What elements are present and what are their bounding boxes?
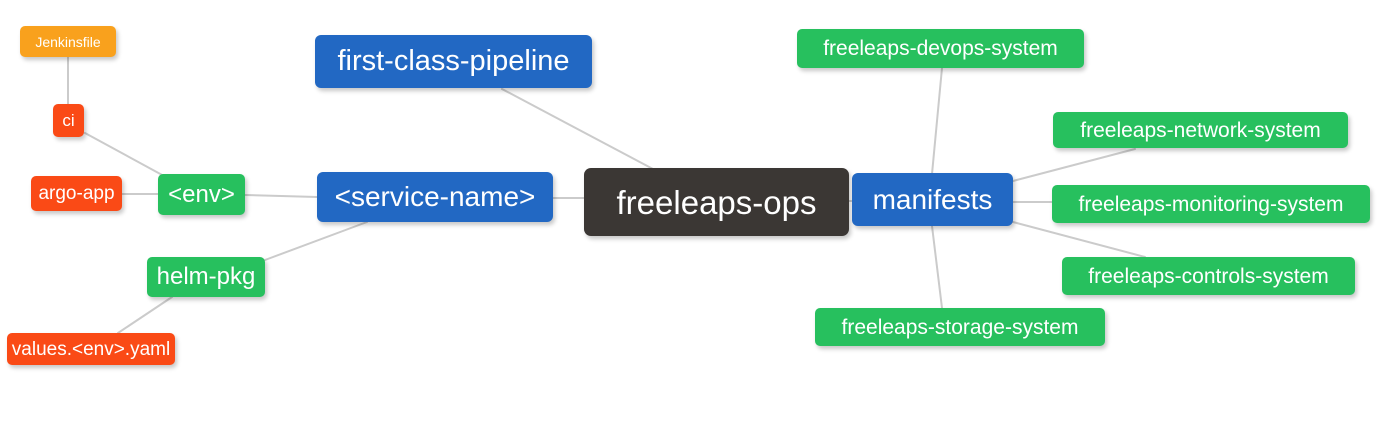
edge-env-service-name: [244, 194, 318, 198]
node-freeleaps-monitoring-system[interactable]: freeleaps-monitoring-system: [1052, 185, 1370, 223]
node-ci[interactable]: ci: [53, 104, 84, 137]
node-values-env-yaml[interactable]: values.<env>.yaml: [7, 333, 175, 365]
edge-pipeline-root: [501, 88, 654, 170]
node-freeleaps-network-system[interactable]: freeleaps-network-system: [1053, 112, 1348, 148]
node-argo-app[interactable]: argo-app: [31, 176, 122, 211]
edge-manifests-devops: [931, 67, 943, 175]
node-jenkinsfile[interactable]: Jenkinsfile: [20, 26, 116, 57]
node-freeleaps-controls-system[interactable]: freeleaps-controls-system: [1062, 257, 1355, 295]
node-root-freeleaps-ops[interactable]: freeleaps-ops: [584, 168, 849, 236]
edge-manifests-storage: [931, 225, 943, 309]
node-env[interactable]: <env>: [158, 174, 245, 215]
node-freeleaps-storage-system[interactable]: freeleaps-storage-system: [815, 308, 1105, 346]
edge-manifests-controls: [1012, 221, 1146, 258]
edge-helm-pkg-service-name: [264, 221, 368, 261]
node-manifests[interactable]: manifests: [852, 173, 1013, 226]
node-helm-pkg[interactable]: helm-pkg: [147, 257, 265, 297]
edge-values-helm-pkg: [117, 296, 173, 334]
node-service-name[interactable]: <service-name>: [317, 172, 553, 222]
edge-ci-env: [84, 132, 165, 177]
node-freeleaps-devops-system[interactable]: freeleaps-devops-system: [797, 29, 1084, 68]
node-first-class-pipeline[interactable]: first-class-pipeline: [315, 35, 592, 88]
edge-manifests-network: [1012, 148, 1136, 182]
